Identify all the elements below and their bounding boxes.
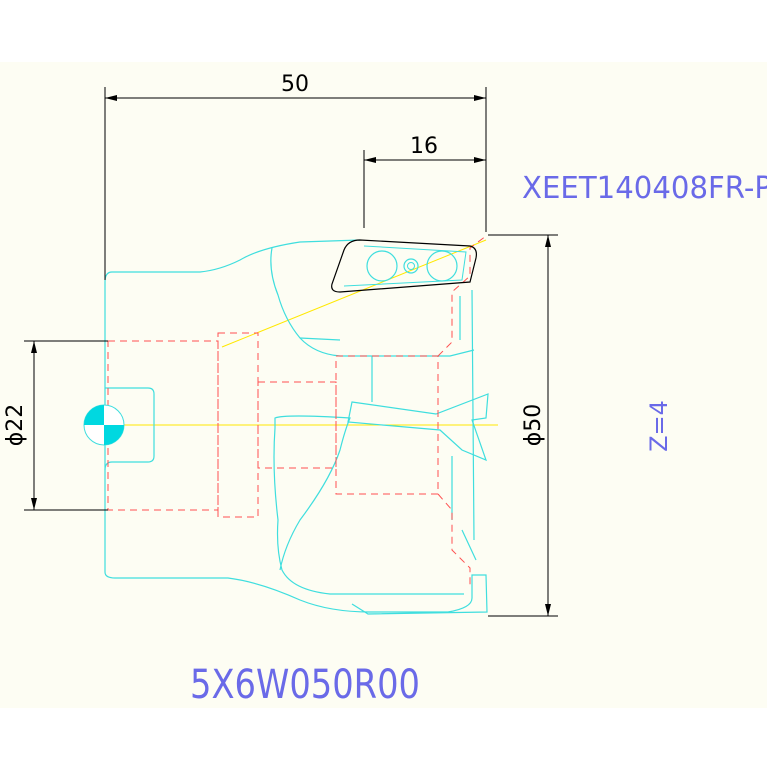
lower-flute (274, 415, 351, 571)
center-mark-symbol (83, 404, 125, 446)
hidden-pocket-lower (437, 493, 471, 588)
dim-text-phi50: ϕ50 (521, 404, 546, 447)
body-profile (104, 271, 488, 615)
center-mark-quadrant-br (104, 425, 124, 445)
insert-outline (331, 239, 477, 293)
bore-recess (104, 387, 155, 471)
insert (331, 239, 477, 293)
dimension-lines (24, 87, 558, 617)
cutter-body-outline (104, 239, 489, 615)
teeth-count-label: Z=4 (645, 400, 673, 452)
relief-line (299, 337, 373, 402)
screw-inner (407, 262, 415, 270)
hidden-keyway (335, 355, 439, 495)
annotation-labels: XEET140408FR-P Z=4 5X6W050R00 (190, 171, 767, 708)
screw-outer (403, 258, 419, 274)
hidden-pocket-upper (437, 235, 487, 357)
dim-text-16: 16 (410, 134, 438, 159)
side-face (451, 289, 477, 561)
screw-hole-left (366, 250, 398, 282)
body-top-edge (112, 239, 361, 273)
dimension-texts: 50 16 ϕ22 ϕ50 (3, 72, 546, 446)
screw-hole-right (426, 250, 458, 282)
insert-pocket-top (270, 247, 475, 357)
diagonal-centerline (221, 239, 487, 348)
dim-text-50: 50 (281, 72, 309, 97)
center-mark-quadrant-tl (84, 405, 104, 425)
centerlines (112, 239, 498, 426)
dim-text-phi22: ϕ22 (3, 404, 28, 447)
hidden-shoulder (217, 332, 259, 518)
lower-gullet (273, 427, 464, 595)
chip-face (347, 393, 489, 462)
drawing-paper (0, 62, 767, 708)
part-number-label: 5X6W050R00 (190, 662, 420, 708)
insert-code-label: XEET140408FR-P (522, 171, 767, 206)
insert-edge-cyan (343, 245, 467, 287)
